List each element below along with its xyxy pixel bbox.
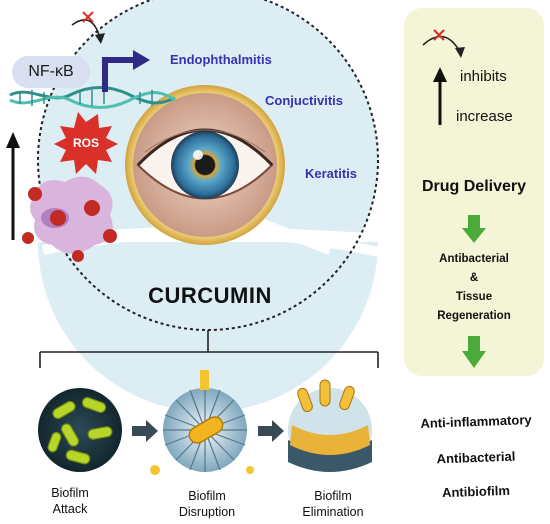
biofilm-disruption-line2: Disruption [178,505,236,519]
biofilm-elimination-image [288,379,372,472]
panel-step1-line-1: Antibacterial [439,253,509,265]
drug-delivery-title: Drug Delivery [421,178,527,195]
nfkb-bubble [12,56,90,88]
increase-arrow-left [6,132,20,240]
ros-cell [30,176,113,254]
biofilm-attack-image [38,388,122,472]
biofilm-elimination-line2: Elimination [302,505,364,519]
biofilm-elimination-label: Biofilm Elimination [293,488,373,520]
arrow-attack-to-disruption [132,420,158,442]
biofilm-attack-line1: Biofilm [51,486,89,500]
ros-label: ROS [72,136,99,150]
promoter-arrowhead [133,50,150,70]
legend-increase-label: increase [456,108,513,125]
green-arrow-2 [462,336,486,368]
dna-helix [9,86,176,109]
disease-keratitis: Keratitis [305,166,358,181]
curcumin-title: CURCUMIN [148,283,272,308]
legend-inhibits-marker [422,29,465,58]
panel-step1-line-2: & [469,272,479,284]
panel-step1-line-4: Regeneration [437,310,511,322]
biofilm-elimination-line1: Biofilm [314,489,352,503]
biofilm-disruption-image [150,370,254,475]
arrow-disruption-to-elimination [258,420,284,442]
biofilm-attack-label: Biofilm Attack [40,485,100,517]
oxygen-radicals [22,187,117,262]
legend-increase-arrow [433,67,447,125]
bracket [39,330,379,368]
panel-step1-line-3: Tissue [455,291,493,303]
panel-step1-label: Antibacterial & Tissue Regeneration [404,250,544,326]
promoter-arrow [102,57,135,92]
eye-image [125,85,285,245]
biofilm-attack-line2: Attack [52,502,88,516]
nfkb-label: NF-κB [28,63,74,80]
disease-conjuctivitis: Conjuctivitis [265,93,344,108]
legend-inhibits-label: inhibits [460,68,507,85]
biofilm-disruption-label: Biofilm Disruption [172,488,242,520]
ros-burst [54,112,118,174]
green-arrow-1 [462,215,486,243]
inhibit-marker-nfkb [71,11,105,44]
disease-endophthalmitis: Endophthalmitis [170,52,272,67]
biofilm-disruption-line1: Biofilm [188,489,226,503]
